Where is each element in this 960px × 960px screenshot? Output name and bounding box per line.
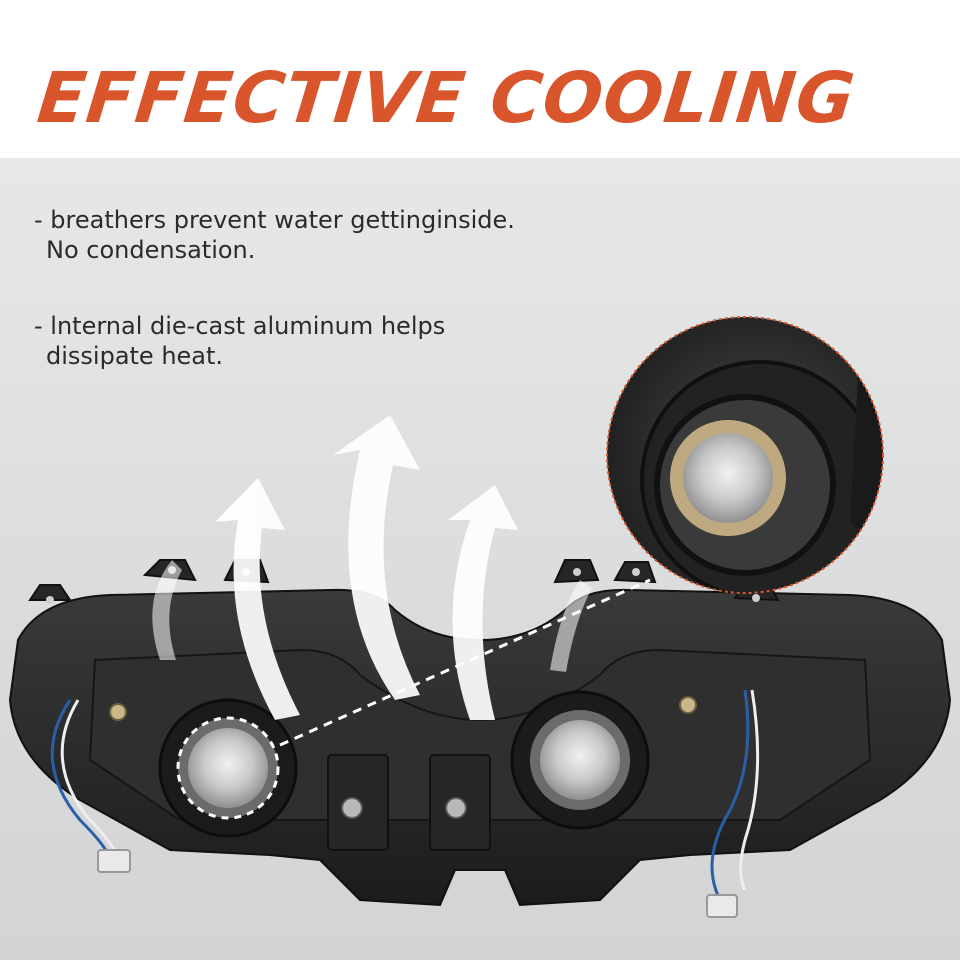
feature-line: - lnternal die-cast aluminum helps bbox=[34, 312, 446, 340]
screw-icon bbox=[109, 696, 697, 819]
feature-list: - breathers prevent water gettinginside.… bbox=[34, 205, 515, 417]
airflow-arrow-icon bbox=[215, 415, 518, 720]
wiring bbox=[50, 689, 760, 918]
callout-connector bbox=[279, 578, 651, 747]
right-bulb-socket bbox=[510, 690, 650, 830]
feature-item: - breathers prevent water gettinginside.… bbox=[34, 205, 515, 265]
feature-line: No condensation. bbox=[46, 236, 256, 264]
feature-item: - lnternal die-cast aluminum helps dissi… bbox=[34, 311, 515, 371]
feature-line: - breathers prevent water gettinginside. bbox=[34, 206, 515, 234]
zoom-callout bbox=[606, 316, 884, 594]
header-band: EFFECTIVE COOLING bbox=[0, 0, 960, 158]
left-bulb-socket bbox=[158, 698, 298, 838]
feature-line: dissipate heat. bbox=[46, 342, 224, 370]
